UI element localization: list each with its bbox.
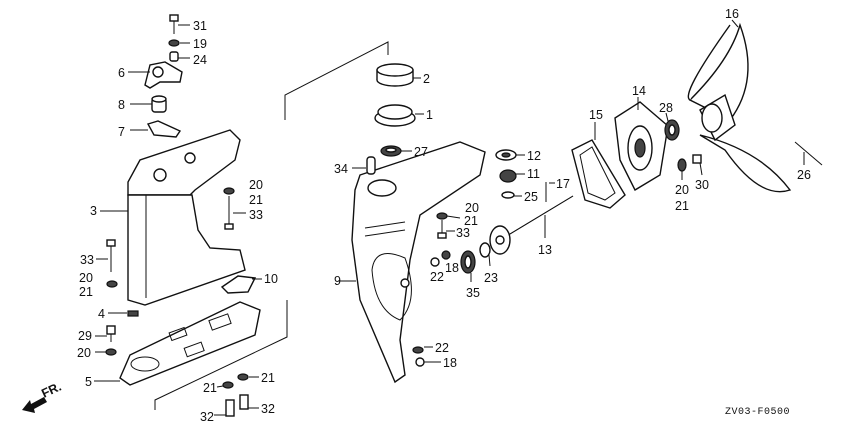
washer-22	[430, 257, 440, 267]
callout-21: 21	[464, 214, 478, 228]
callout-17: 17	[556, 177, 570, 191]
callout-32: 32	[200, 410, 214, 424]
callout-7: 7	[118, 125, 125, 139]
callout-13: 13	[538, 243, 552, 257]
callout-34: 34	[334, 162, 348, 176]
washer-19	[168, 39, 190, 47]
callout-29: 29	[78, 329, 92, 343]
callout-25: 25	[524, 190, 538, 204]
grommet-8	[130, 95, 167, 113]
callout-32: 32	[261, 402, 275, 416]
screw-18-lower	[412, 346, 441, 367]
diagram-code: ZV03-F0500	[725, 407, 790, 418]
callout-2: 2	[423, 72, 430, 86]
pin-4	[108, 310, 139, 317]
callout-14: 14	[632, 84, 646, 98]
callout-30: 30	[695, 178, 709, 192]
bolt-33-right	[223, 187, 246, 230]
washers-21-bottom	[216, 373, 259, 389]
callout-20: 20	[465, 201, 479, 215]
group-bracket-lower	[154, 300, 288, 410]
callout-19: 19	[193, 37, 207, 51]
callout-35: 35	[466, 286, 480, 300]
callout-33: 33	[80, 253, 94, 267]
bearing-2	[376, 63, 421, 87]
seal-1	[374, 104, 424, 127]
callout-20: 20	[675, 183, 689, 197]
callout-22: 22	[430, 270, 444, 284]
cotter-pin-26	[794, 141, 823, 166]
callout-4: 4	[98, 307, 105, 321]
propeller-16	[687, 19, 792, 193]
nut-30	[692, 154, 703, 176]
washer-20-prop	[677, 158, 687, 180]
callout-20: 20	[79, 271, 93, 285]
pad-10	[220, 275, 262, 294]
callout-21: 21	[261, 371, 275, 385]
bolts-32	[214, 394, 259, 417]
shaft-13	[489, 195, 574, 255]
callout-6: 6	[118, 66, 125, 80]
washer-25	[501, 191, 522, 199]
gear-11	[499, 169, 525, 183]
seal-27	[380, 145, 412, 157]
callout-21: 21	[203, 381, 217, 395]
screw-18	[441, 250, 451, 260]
pin-34	[352, 156, 376, 175]
callout-21: 21	[79, 285, 93, 299]
shim-23	[479, 242, 491, 267]
callout-3: 3	[90, 204, 97, 218]
housing-14	[614, 97, 669, 191]
group-bracket-upper	[284, 41, 389, 120]
gear-case-9	[338, 141, 486, 384]
callout-5: 5	[85, 375, 92, 389]
bolt-33-case	[436, 212, 461, 239]
callout-28: 28	[659, 101, 673, 115]
callout-27: 27	[414, 145, 428, 159]
callout-12: 12	[527, 149, 541, 163]
gasket-15	[571, 122, 626, 209]
bearing-35	[460, 250, 476, 282]
callout-8: 8	[118, 98, 125, 112]
collar-24	[169, 51, 190, 62]
callout-16: 16	[725, 7, 739, 21]
callout-11: 11	[527, 167, 540, 181]
callout-18: 18	[443, 356, 457, 370]
front-indicator: FR.	[39, 380, 63, 401]
callout-33: 33	[249, 208, 263, 222]
callout-21: 21	[675, 199, 689, 213]
callout-10: 10	[264, 272, 278, 286]
front-arrow-icon	[22, 397, 47, 413]
callout-20: 20	[249, 178, 263, 192]
callout-21: 21	[249, 193, 263, 207]
washer-20	[95, 348, 117, 356]
callout-18: 18	[445, 261, 459, 275]
callout-24: 24	[193, 53, 207, 67]
extension-case-3	[100, 129, 246, 306]
callout-1: 1	[426, 108, 433, 122]
bolt-31	[169, 14, 190, 34]
callout-33: 33	[456, 226, 470, 240]
callout-22: 22	[435, 341, 449, 355]
seal-28	[664, 112, 680, 141]
callout-9: 9	[334, 274, 341, 288]
callout-31: 31	[193, 19, 207, 33]
plate-7	[130, 120, 182, 138]
pin-17	[545, 182, 555, 202]
callout-23: 23	[484, 271, 498, 285]
callout-15: 15	[589, 108, 603, 122]
gasket-5	[94, 301, 261, 386]
bolt-29	[95, 325, 116, 342]
callout-26: 26	[797, 168, 811, 182]
callout-20: 20	[77, 346, 91, 360]
washer-12	[495, 149, 525, 161]
holder-6	[128, 61, 183, 89]
bolt-33-left	[96, 239, 118, 288]
callout-labels: 31 19 24 6 8 7 20 21 33 3 33 20 21 10 4 …	[77, 7, 811, 424]
